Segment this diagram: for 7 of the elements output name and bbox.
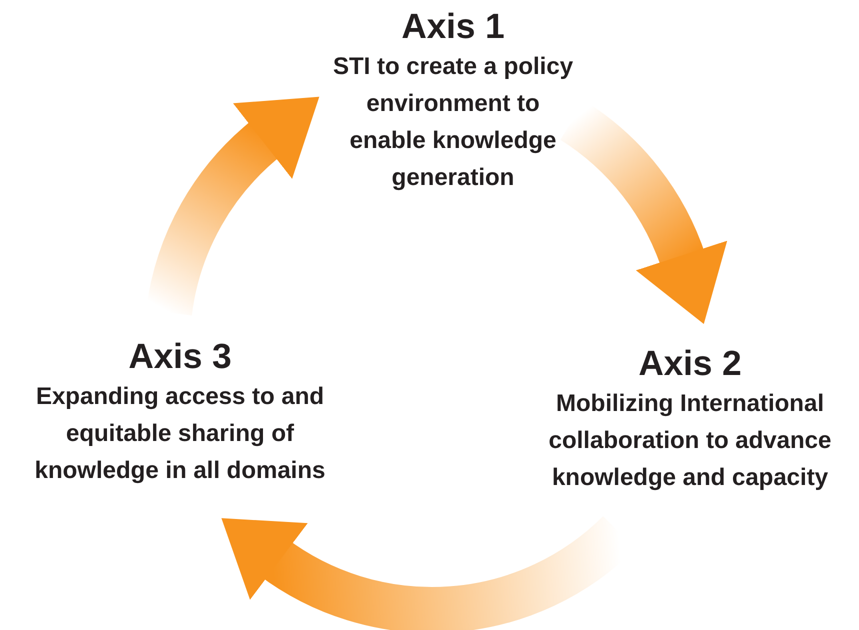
axis-heading: Axis 3 [128,336,232,378]
axis-heading: Axis 1 [401,6,505,48]
axis-heading: Axis 2 [638,343,742,385]
axis-description: Expanding access to and equitable sharing of knowledge in all domains [34,382,326,486]
curved-arrow [146,94,317,317]
axis-description: Mobilizing International collaboration to advance knowledge and capacity [548,389,832,493]
axis-description: STI to create a policy environment to enable knowledge generation [332,52,574,193]
